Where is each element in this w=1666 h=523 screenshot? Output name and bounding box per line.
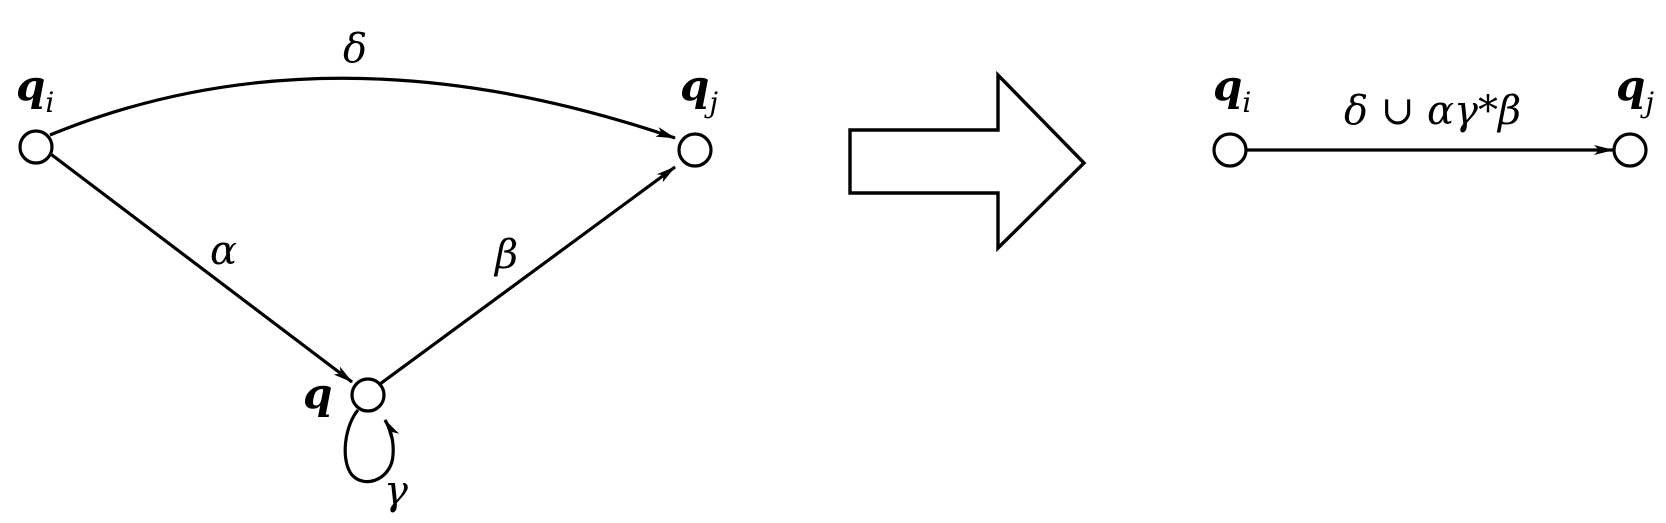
edge-q-self-loop	[343, 408, 400, 484]
node-qj-right	[1612, 132, 1648, 168]
combined-edge-label: δ ∪ αγ*β	[1344, 88, 1521, 134]
edge-qi-to-q	[47, 150, 353, 384]
node-qi-right-name: q	[1213, 61, 1242, 110]
node-q	[350, 377, 386, 413]
node-qj-left-name: q	[680, 61, 709, 110]
node-qi-left-name: q	[16, 61, 45, 110]
node-qi-left	[18, 129, 54, 165]
node-qj-right-label: qj	[1616, 61, 1654, 119]
node-q-label: q	[303, 369, 332, 418]
node-qj-right-name: q	[1616, 61, 1645, 110]
edge-qi-to-qj	[49, 76, 676, 140]
node-qi-right	[1212, 132, 1248, 168]
left-diagram: qi qj q δ α β γ	[16, 26, 718, 514]
node-qj-left	[677, 132, 713, 168]
edge-q-to-qj	[379, 165, 676, 386]
node-qi-right-sub: i	[1242, 86, 1251, 119]
node-qj-left-label: qj	[680, 61, 718, 119]
transformation-arrow-icon	[848, 70, 1087, 253]
edge-label-gamma: γ	[384, 468, 408, 514]
node-qi-left-sub: i	[45, 86, 54, 119]
node-qi-left-label: qi	[16, 61, 54, 119]
right-diagram: qi qj δ ∪ αγ*β	[1212, 61, 1654, 168]
edge-label-beta: β	[493, 232, 518, 278]
edge-label-delta: δ	[343, 26, 367, 72]
edge-label-alpha: α	[210, 228, 237, 274]
node-qi-right-label: qi	[1213, 61, 1251, 119]
